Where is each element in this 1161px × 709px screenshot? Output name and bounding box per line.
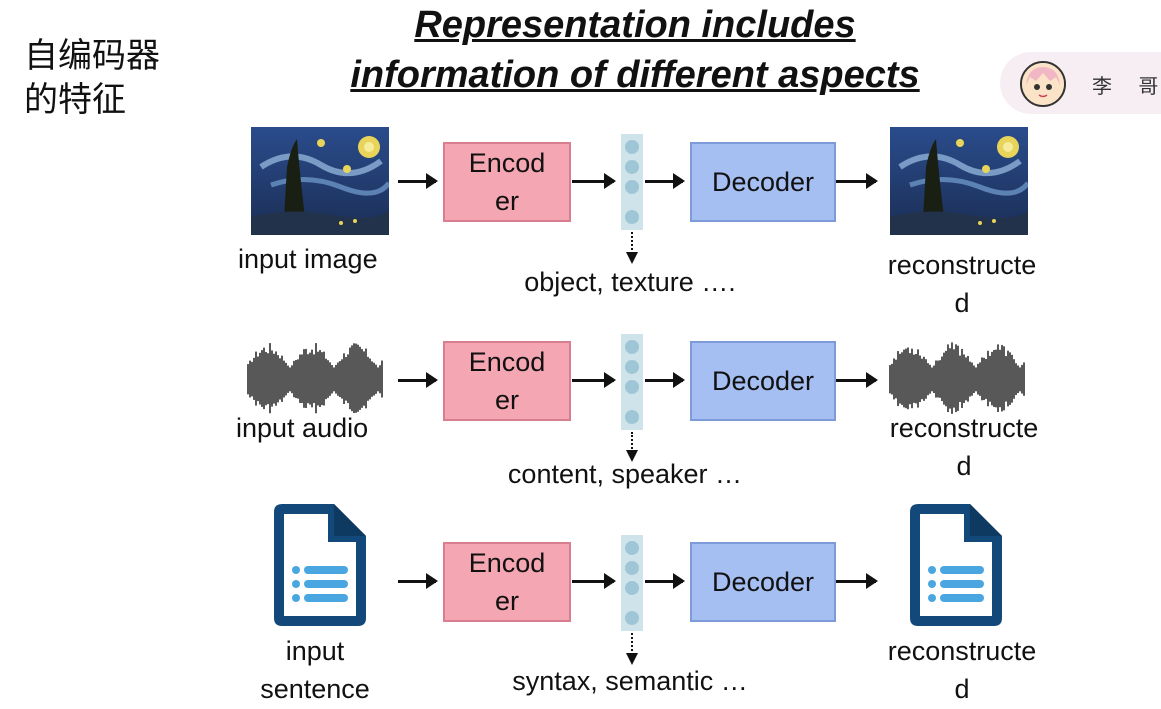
main-title-line1: Representation includes: [414, 4, 856, 46]
arrow-code-to-decoder: [645, 573, 685, 589]
input-sentence-label-line1: input: [285, 636, 345, 666]
presenter-name: 李 哥 ⁺: [1092, 74, 1161, 98]
main-title-line2: information of different aspects: [350, 54, 920, 96]
decoder-box: Decoder: [690, 142, 836, 222]
latent-code-vector: [621, 134, 643, 230]
latent-down-arrow: [626, 232, 638, 264]
arrow-code-to-decoder: [645, 372, 685, 388]
audio-waveform-icon: [246, 340, 386, 420]
side-title-line2: 的特征: [24, 80, 126, 120]
arrow-input-to-encoder: [398, 173, 438, 189]
latent-down-arrow: [626, 432, 638, 462]
encoder-box: Encod er: [443, 341, 571, 421]
decoder-label: Decoder: [711, 167, 815, 197]
anime-avatar-icon: [1020, 61, 1066, 107]
latent-note: content, speaker …: [507, 459, 743, 489]
arrow-decoder-to-output: [836, 372, 878, 388]
decoder-box: Decoder: [690, 341, 836, 421]
encoder-label-cont: er: [494, 186, 519, 216]
encoder-label-cont: er: [494, 385, 519, 415]
encoder-label: Encod: [468, 347, 546, 377]
encoder-label: Encod: [468, 148, 546, 178]
latent-code-vector: [621, 535, 643, 631]
reconstructed-label: reconstructe d: [862, 632, 1062, 708]
main-title: Representation includes information of d…: [300, 0, 970, 100]
document-list-icon: [272, 502, 368, 628]
latent-code-vector: [621, 334, 643, 430]
arrow-encoder-to-code: [572, 573, 616, 589]
input-image: [251, 127, 392, 235]
arrow-input-to-encoder: [398, 573, 438, 589]
arrow-code-to-decoder: [645, 173, 685, 189]
reconstructed-label-line1: reconstructe: [889, 413, 1039, 443]
input-sentence-label: input sentence: [225, 632, 405, 708]
reconstructed-label: reconstructe d: [862, 246, 1062, 322]
encoder-label-cont: er: [494, 586, 519, 616]
reconstructed-image: [890, 127, 1031, 235]
document-list-icon: [908, 502, 1004, 628]
latent-note: object, texture ….: [524, 267, 736, 297]
reconstructed-label-line1: reconstructe: [887, 636, 1037, 666]
latent-note: syntax, semantic …: [512, 666, 748, 696]
arrow-encoder-to-code: [572, 173, 616, 189]
reconstructed-label-line1: reconstructe: [887, 250, 1037, 280]
presenter-badge: 李 哥 ⁺: [1000, 52, 1161, 114]
arrow-input-to-encoder: [398, 372, 438, 388]
reconstructed-label: reconstructe d: [864, 409, 1064, 485]
reconstructed-label-line2: d: [956, 451, 972, 481]
decoder-label: Decoder: [711, 366, 815, 396]
audio-waveform-icon: [888, 340, 1028, 420]
side-title-line1: 自编码器: [24, 36, 160, 76]
reconstructed-label-line2: d: [954, 288, 970, 318]
side-title: 自编码器 的特征: [24, 34, 160, 122]
arrow-decoder-to-output: [836, 573, 878, 589]
input-image-label: input image: [238, 244, 378, 274]
decoder-box: Decoder: [690, 542, 836, 622]
encoder-label: Encod: [468, 548, 546, 578]
input-sentence-label-line2: sentence: [260, 674, 370, 704]
arrow-encoder-to-code: [572, 372, 616, 388]
encoder-box: Encod er: [443, 142, 571, 222]
reconstructed-label-line2: d: [954, 674, 970, 704]
encoder-box: Encod er: [443, 542, 571, 622]
latent-down-arrow: [626, 633, 638, 665]
input-audio-label: input audio: [236, 413, 369, 443]
decoder-label: Decoder: [711, 567, 815, 597]
arrow-decoder-to-output: [836, 173, 878, 189]
